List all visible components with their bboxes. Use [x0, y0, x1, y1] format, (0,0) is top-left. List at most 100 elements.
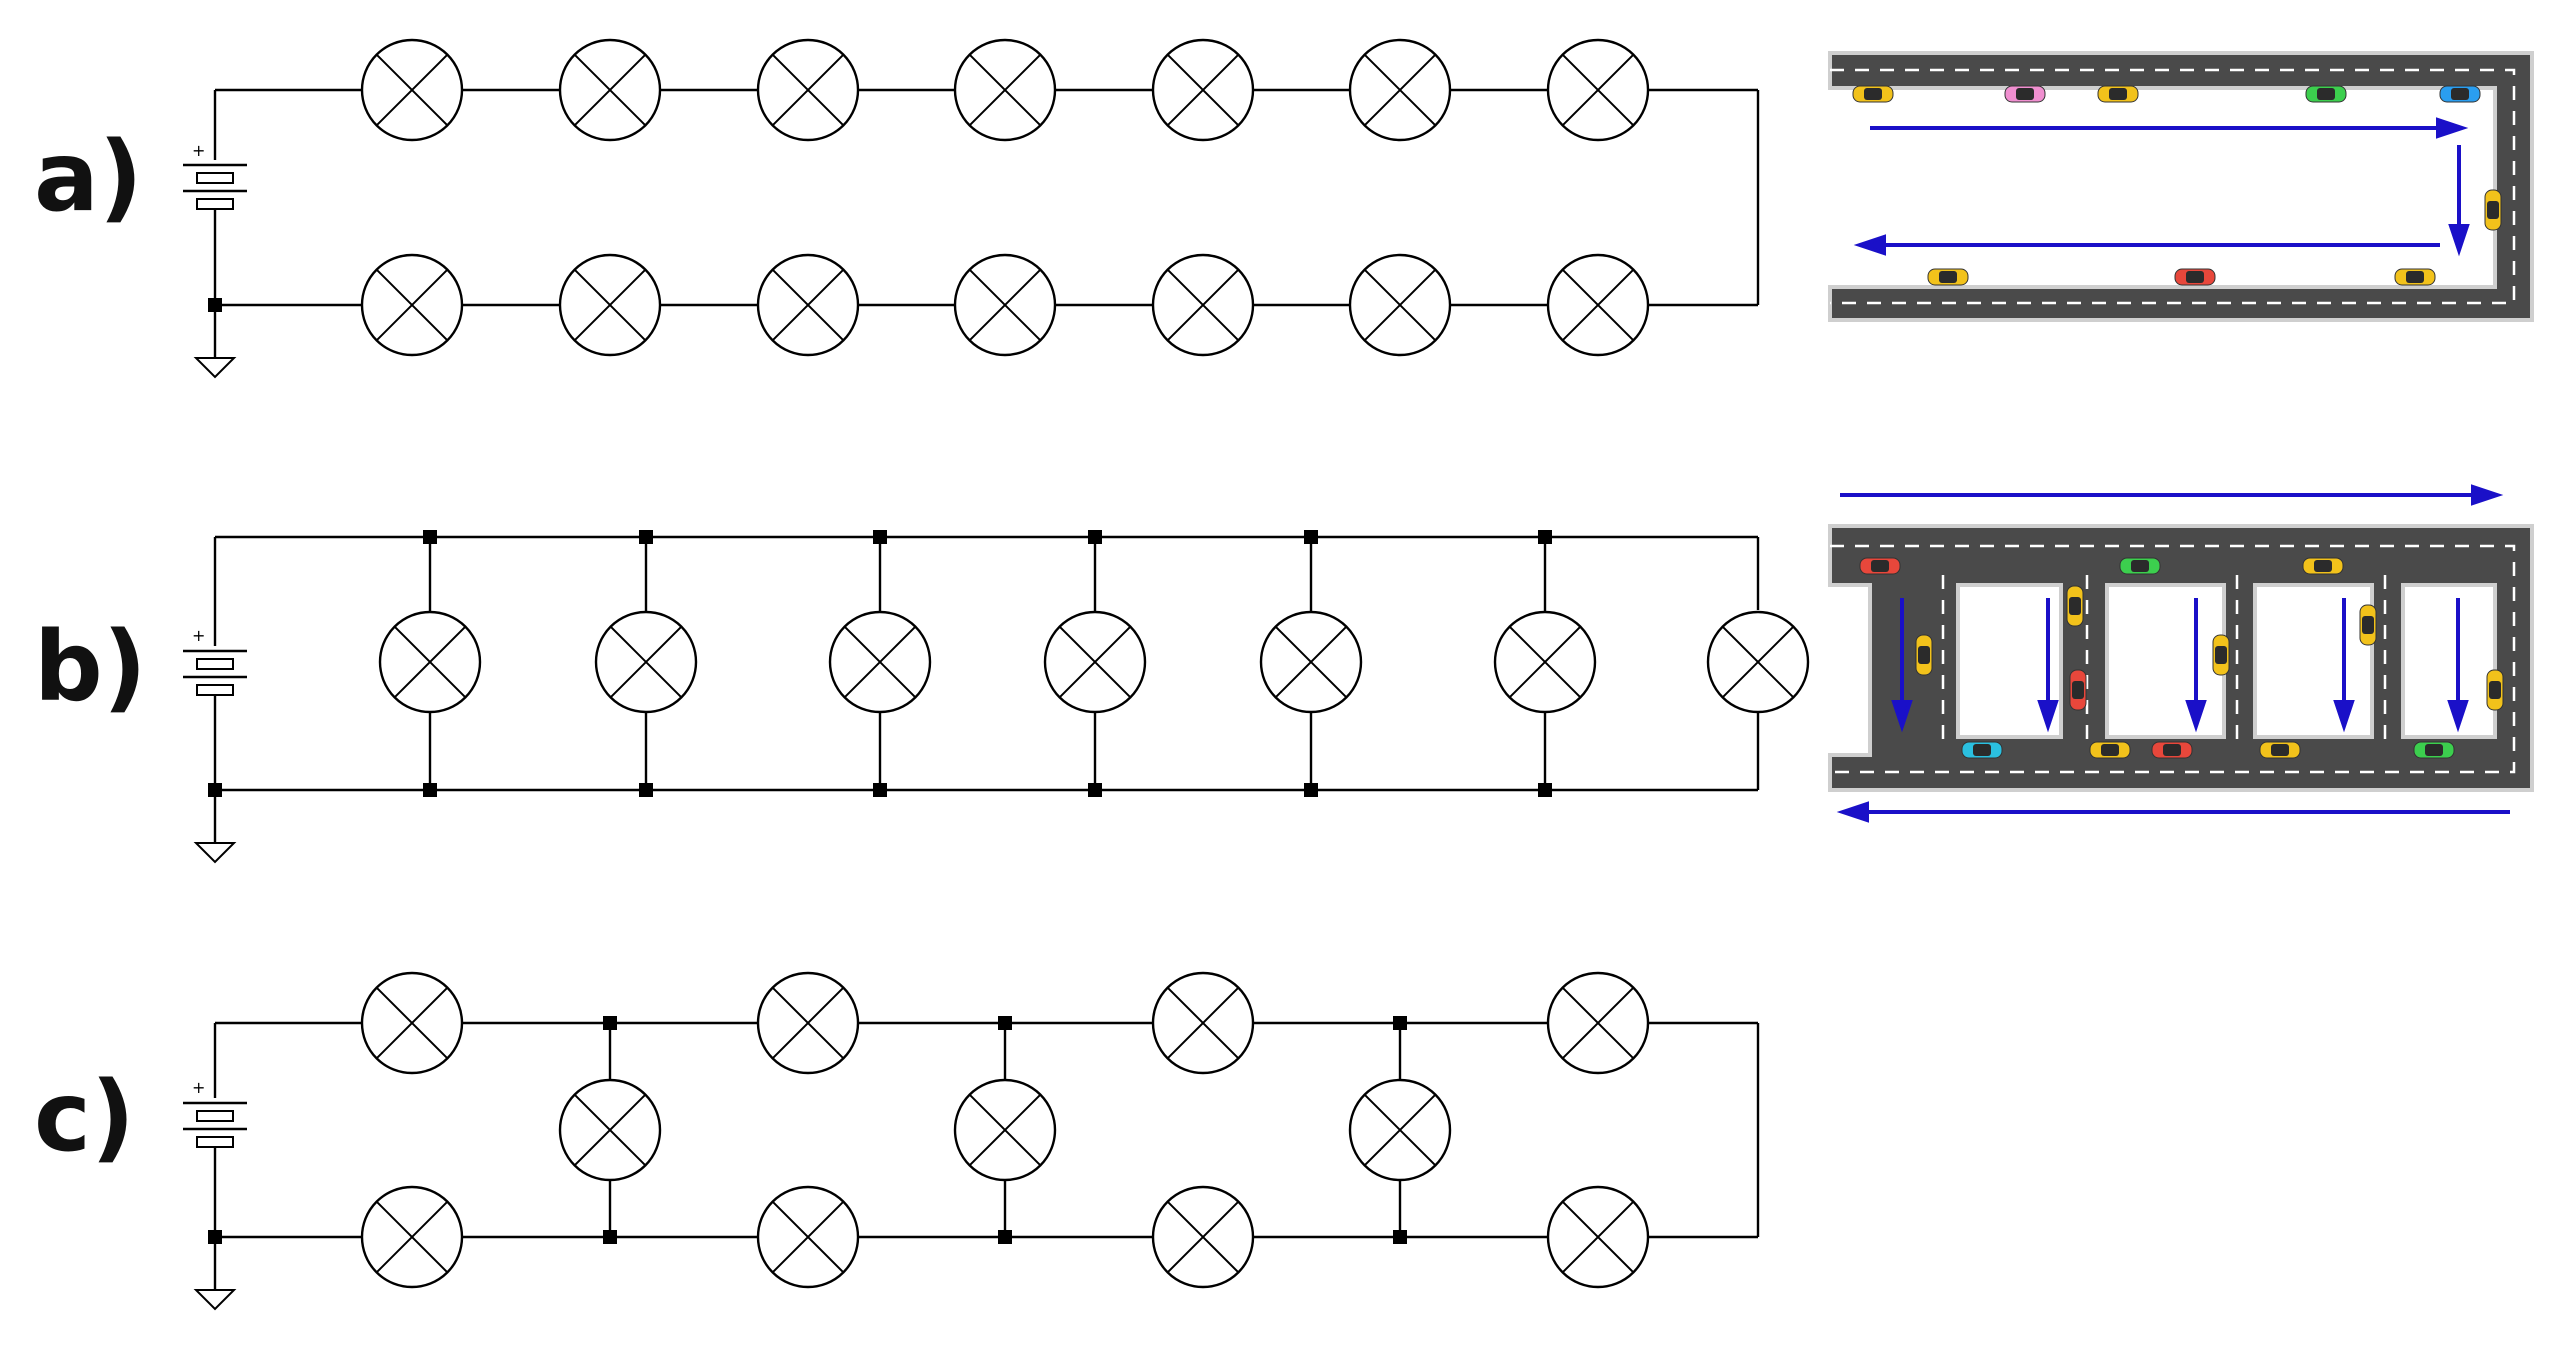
- junction-node: [998, 1016, 1012, 1030]
- car-icon: [1927, 268, 1969, 286]
- battery-plate-short: [196, 172, 234, 184]
- lamp: [953, 38, 1057, 142]
- battery-plus-sign: +: [192, 141, 205, 160]
- lamp: [1546, 971, 1650, 1075]
- junction-node: [639, 530, 653, 544]
- junction-node: [603, 1016, 617, 1030]
- lamp: [953, 1078, 1057, 1182]
- lamp: [1546, 1185, 1650, 1289]
- arrow-down-icon: [2333, 700, 2355, 733]
- ground-symbol-a: [193, 305, 237, 379]
- city-block: [2105, 583, 2226, 739]
- junction-node: [603, 1230, 617, 1244]
- car-icon: [2413, 741, 2455, 759]
- battery-plus-sign: +: [192, 1078, 205, 1097]
- car-icon: [2486, 669, 2504, 711]
- car-icon: [1859, 557, 1901, 575]
- junction-node: [1304, 783, 1318, 797]
- junction-node: [1393, 1016, 1407, 1030]
- arrow-down-icon: [1891, 700, 1913, 733]
- lamp: [1151, 38, 1255, 142]
- arrow-right-icon: [2436, 117, 2469, 139]
- road-analogy-a: [1828, 51, 2534, 322]
- lamp: [756, 1185, 860, 1289]
- car-icon: [2302, 557, 2344, 575]
- battery-b: +: [183, 537, 247, 790]
- arrow-down-icon: [2448, 224, 2470, 257]
- lamp: [360, 971, 464, 1075]
- car-icon: [1915, 634, 1933, 676]
- arrow-left-icon: [1836, 801, 1869, 823]
- lamp: [1043, 610, 1147, 714]
- traffic-flow-arrows: [1836, 484, 2510, 823]
- car-icon: [2174, 268, 2216, 286]
- lamp: [594, 610, 698, 714]
- arrow-down-icon: [2037, 700, 2059, 733]
- car-icon: [1852, 85, 1894, 103]
- car-icon: [2484, 189, 2502, 231]
- lamp: [1348, 1078, 1452, 1182]
- lamp: [378, 610, 482, 714]
- car-icon: [2212, 634, 2230, 676]
- city-block: [2401, 583, 2497, 739]
- junction-node: [873, 783, 887, 797]
- junction-node: [1304, 530, 1318, 544]
- junction-node: [1538, 783, 1552, 797]
- junction-node: [1088, 530, 1102, 544]
- car-icon: [2439, 85, 2481, 103]
- arrow-left-icon: [1853, 234, 1886, 256]
- ground-symbol-b: [193, 790, 237, 864]
- lamp: [360, 1185, 464, 1289]
- lamp: [1546, 38, 1650, 142]
- lamp: [1151, 1185, 1255, 1289]
- junction-node: [998, 1230, 1012, 1244]
- car-icon: [2066, 585, 2084, 627]
- lamp: [1259, 610, 1363, 714]
- lamp: [1348, 253, 1452, 357]
- panel-label-b: b): [34, 611, 147, 723]
- arrow-right-icon: [2471, 484, 2504, 506]
- lamp: [360, 38, 464, 142]
- panel-label-c: c): [34, 1061, 135, 1173]
- lane-marking: [1830, 68, 2516, 305]
- car-icon: [2097, 85, 2139, 103]
- traffic-flow-arrows: [1853, 117, 2470, 257]
- lamp: [756, 253, 860, 357]
- lamp: [558, 253, 662, 357]
- junction-node: [1088, 783, 1102, 797]
- lamp: [828, 610, 932, 714]
- battery-a: +: [183, 90, 247, 305]
- car-icon: [2359, 604, 2377, 646]
- lamp: [1151, 971, 1255, 1075]
- car-icon: [2119, 557, 2161, 575]
- junction-node: [1393, 1230, 1407, 1244]
- lamp: [756, 38, 860, 142]
- circuit-a-series: +: [183, 38, 1760, 379]
- car-icon: [2305, 85, 2347, 103]
- junction-node: [639, 783, 653, 797]
- car-icon: [2151, 741, 2193, 759]
- lamp: [1348, 38, 1452, 142]
- junction-node: [423, 783, 437, 797]
- lamp: [558, 1078, 662, 1182]
- lamp: [360, 253, 464, 357]
- lamp: [1151, 253, 1255, 357]
- car-icon: [2089, 741, 2131, 759]
- city-block: [2253, 583, 2374, 739]
- battery-c: +: [183, 1023, 247, 1237]
- junction-node: [423, 530, 437, 544]
- arrow-down-icon: [2185, 700, 2207, 733]
- battery-plus-sign: +: [192, 626, 205, 645]
- panel-label-a: a): [34, 121, 143, 233]
- lamp: [953, 253, 1057, 357]
- lamp: [558, 38, 662, 142]
- car-icon: [2259, 741, 2301, 759]
- lane-marking: [1830, 544, 2516, 774]
- lamp: [1706, 610, 1810, 714]
- lamp: [1493, 610, 1597, 714]
- arrow-down-icon: [2447, 700, 2469, 733]
- car-icon: [1961, 741, 2003, 759]
- circuit-b-parallel: +: [183, 530, 1810, 864]
- car-icon: [2069, 669, 2087, 711]
